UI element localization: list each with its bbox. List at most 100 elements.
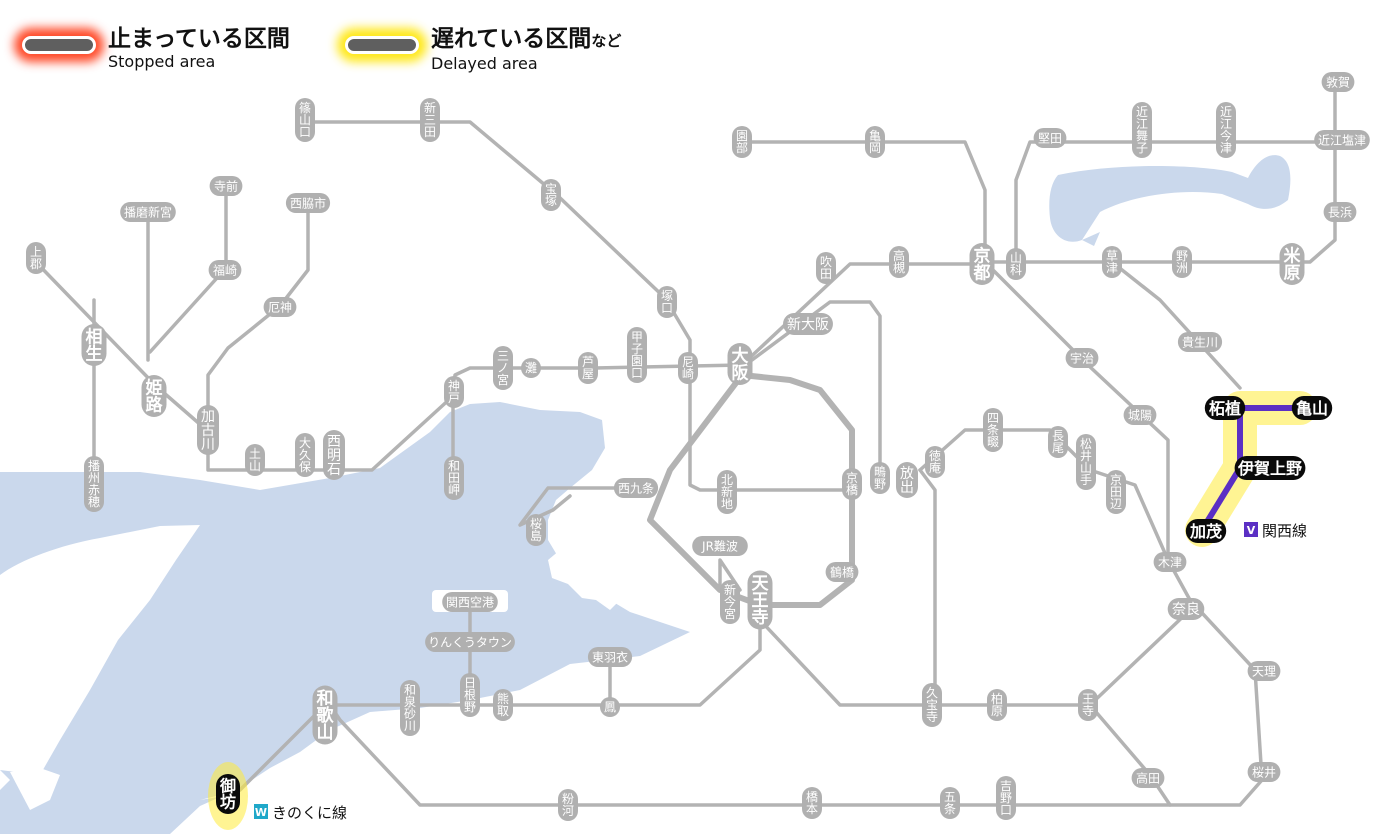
- station-label-char: 砂: [404, 707, 416, 721]
- station-marker: [1006, 248, 1026, 280]
- station-marker: [1185, 519, 1227, 543]
- station-label-char: 草: [1106, 249, 1118, 263]
- station-label-char: 徳: [929, 448, 941, 463]
- station-kibukawa: 貴生川: [1177, 332, 1223, 352]
- station-teramae: 寺前: [209, 176, 243, 196]
- station-label-char: 大: [732, 345, 749, 366]
- station-marker: [425, 632, 515, 652]
- station-marker: [613, 478, 659, 498]
- station-label: 鶴橋: [830, 564, 854, 579]
- station-marker: [295, 98, 315, 142]
- station-kyotanabe: 京田辺: [1106, 470, 1126, 514]
- station-label-char: 五: [944, 790, 956, 804]
- station-label: 木津: [1158, 555, 1182, 569]
- station-marker: [120, 202, 176, 222]
- station-label-char: 田: [820, 267, 832, 281]
- station-label: 貴生川: [1182, 335, 1218, 349]
- station-doyama: 土山: [245, 444, 265, 476]
- station-label-char: 野: [464, 700, 476, 714]
- station-label-char: 手: [1080, 473, 1092, 487]
- station-kameyama: 亀山: [1291, 396, 1333, 420]
- station-label-char: 田: [448, 471, 460, 485]
- station-nagao: 長尾: [1048, 426, 1068, 458]
- station-label-char: 橋: [806, 790, 818, 804]
- station-label-char: 新: [724, 582, 736, 597]
- station-label-char: 田: [424, 125, 436, 139]
- station-label-char: 井: [1080, 449, 1092, 463]
- station-marker: [460, 673, 480, 717]
- station-label-char: 条: [987, 423, 999, 437]
- station-marker: [996, 776, 1016, 820]
- station-label-char: 穂: [88, 495, 100, 509]
- station-marker: [558, 789, 578, 821]
- line-name: きのくに線: [272, 804, 347, 822]
- station-marker: [783, 313, 833, 335]
- station-label-char: 天: [752, 574, 770, 594]
- station-tsuge: 柘植: [1204, 396, 1246, 420]
- station-label: 近江塩津: [1318, 132, 1366, 147]
- port-islands: [548, 550, 620, 610]
- station-label-char: 部: [736, 140, 748, 155]
- station-nada: 灘: [521, 358, 541, 378]
- station-label: 奈良: [1172, 602, 1200, 618]
- station-label-char: 宝: [926, 698, 938, 712]
- station-tsuruga: 敦賀: [1321, 72, 1355, 92]
- station-nishiakashi: 西明石: [323, 430, 345, 480]
- station-kumatori: 熊取: [493, 689, 513, 721]
- station-label-char: 園: [736, 129, 748, 143]
- station-oji: 王寺: [1078, 689, 1098, 721]
- station-marker: [323, 430, 345, 480]
- station-label-char: 野: [1176, 249, 1188, 263]
- station-label-char: 今: [724, 594, 736, 609]
- station-igaueno: 伊賀上野: [1234, 456, 1306, 480]
- osaka-loop-line: [647, 372, 855, 608]
- station-label-char: 明: [327, 448, 341, 464]
- station-harimashingu: 播磨新宮: [120, 202, 176, 222]
- station-marker: [1204, 396, 1246, 420]
- station-sasayamaguchi: 篠山口: [295, 98, 315, 142]
- station-marker: [657, 286, 677, 318]
- station-label-char: 鴫: [874, 465, 886, 479]
- label-bg: [250, 800, 349, 822]
- station-okubo: 大久保: [295, 433, 315, 477]
- station-marker: [727, 343, 753, 385]
- station-label-char: 津: [1220, 141, 1232, 155]
- station-label-char: 槻: [893, 260, 905, 275]
- station-marker: [84, 456, 104, 512]
- station-label-char: 柏: [991, 691, 1003, 706]
- station-gobo: 御坊: [216, 774, 240, 814]
- station-label-char: 畷: [987, 435, 999, 449]
- station-label-char: 今: [1220, 128, 1232, 143]
- station-label-char: 戸: [448, 391, 460, 405]
- station-label-char: 王: [752, 591, 769, 611]
- station-omishiotsu: 近江塩津: [1314, 130, 1370, 150]
- station-label-char: 王: [1082, 692, 1094, 706]
- station-rinkutown: りんくうタウン: [425, 632, 515, 652]
- station-yakujin: 厄神: [263, 297, 297, 317]
- station-label: 加茂: [1189, 522, 1222, 541]
- station-label-char: 泉: [404, 695, 416, 709]
- station-tennoji: 天王寺: [747, 570, 773, 630]
- station-label-char: 山: [299, 113, 311, 127]
- station-marker: [889, 246, 909, 278]
- station-label-char: 山: [249, 459, 261, 473]
- station-label: 播磨新宮: [124, 204, 172, 219]
- station-maibara: 米原: [1279, 243, 1305, 285]
- station-marker: [400, 680, 420, 736]
- station-label-char: 寺: [1082, 704, 1094, 718]
- station-uji: 宇治: [1065, 348, 1099, 368]
- station-marker: [732, 126, 752, 158]
- station-marker: [1247, 762, 1281, 782]
- station-marker: [925, 446, 945, 478]
- station-marker: [802, 787, 822, 819]
- line-badge: [254, 804, 268, 819]
- station-marker: [263, 297, 297, 317]
- station-shijonawate: 四条畷: [983, 408, 1003, 452]
- station-wadamisaki: 和田岬: [444, 456, 464, 500]
- station-label: JR難波: [701, 538, 738, 553]
- station-shinosaka: 新大阪: [783, 313, 833, 335]
- station-label-char: 田: [1110, 485, 1122, 499]
- station-label: 厄神: [268, 300, 292, 314]
